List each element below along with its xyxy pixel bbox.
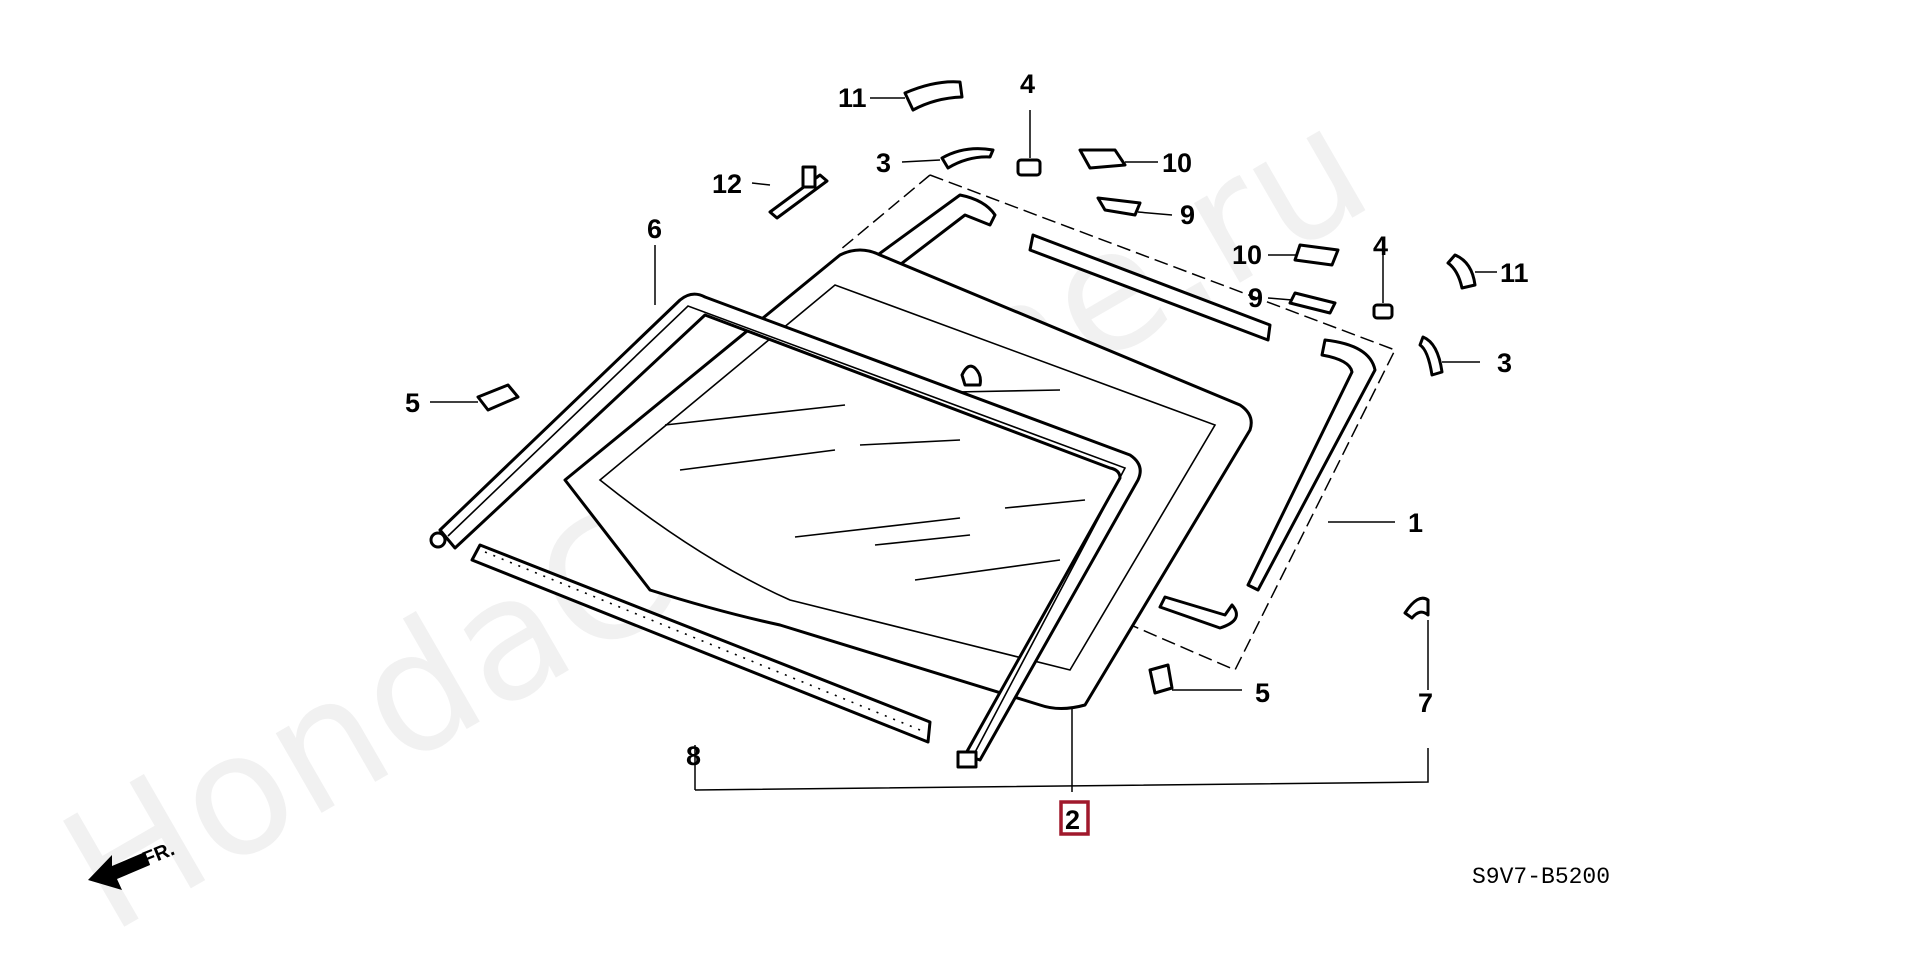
part-3-seal-right[interactable] — [1418, 335, 1444, 377]
callout-8: 8 — [686, 741, 701, 771]
part-10-clip-left[interactable] — [1078, 148, 1127, 170]
callout-10-right: 10 — [1232, 240, 1262, 270]
leader-lines — [430, 97, 1497, 792]
callout-11-right: 11 — [1500, 258, 1529, 288]
callout-2: 2 — [1065, 805, 1080, 835]
part-1-molding-frame[interactable] — [839, 174, 1397, 671]
part-9-clip-left[interactable] — [1096, 196, 1142, 217]
part-5-spacer-right[interactable] — [1148, 663, 1174, 695]
callout-11-left: 11 — [838, 83, 867, 113]
callout-1: 1 — [1408, 508, 1423, 538]
callout-9-left: 9 — [1180, 200, 1195, 230]
part-7-clip[interactable] — [1403, 596, 1430, 620]
part-4-fastener-right[interactable] — [1372, 303, 1394, 320]
callout-5-right: 5 — [1255, 678, 1270, 708]
part-9-clip-right[interactable] — [1288, 291, 1337, 315]
part-4-fastener-left[interactable] — [1016, 158, 1042, 177]
part-10-clip-right[interactable] — [1293, 243, 1340, 267]
front-arrow-icon — [88, 852, 150, 890]
callout-3-left: 3 — [876, 148, 891, 178]
callout-5-left: 5 — [405, 388, 420, 418]
callout-2-highlighted[interactable]: 2 — [1059, 800, 1090, 836]
callout-3-right: 3 — [1497, 348, 1512, 378]
part-2-windshield-glass[interactable] — [563, 248, 1253, 710]
callout-7: 7 — [1418, 688, 1433, 718]
callout-10-left: 10 — [1162, 148, 1192, 178]
part-3-seal-left[interactable] — [940, 147, 995, 170]
callout-4-left: 4 — [1020, 69, 1035, 99]
part-12-stud[interactable] — [768, 165, 829, 220]
part-5-spacer-left[interactable] — [476, 383, 520, 412]
part-6-dam-rubber[interactable] — [429, 292, 1142, 769]
part-8-lower-molding[interactable] — [470, 543, 932, 744]
callout-2-highlight-box — [1059, 800, 1090, 836]
part-11-clip-right[interactable] — [1446, 253, 1477, 290]
callout-12: 12 — [712, 169, 742, 199]
part-11-clip-left[interactable] — [903, 80, 964, 112]
callout-6: 6 — [647, 214, 662, 244]
callout-labels: 1 3 3 4 4 5 5 6 7 8 9 9 10 10 11 11 12 — [405, 69, 1529, 771]
callout-4-right: 4 — [1373, 231, 1388, 261]
diagram-code: S9V7-B5200 — [1472, 864, 1610, 890]
callout-9-right: 9 — [1248, 283, 1263, 313]
